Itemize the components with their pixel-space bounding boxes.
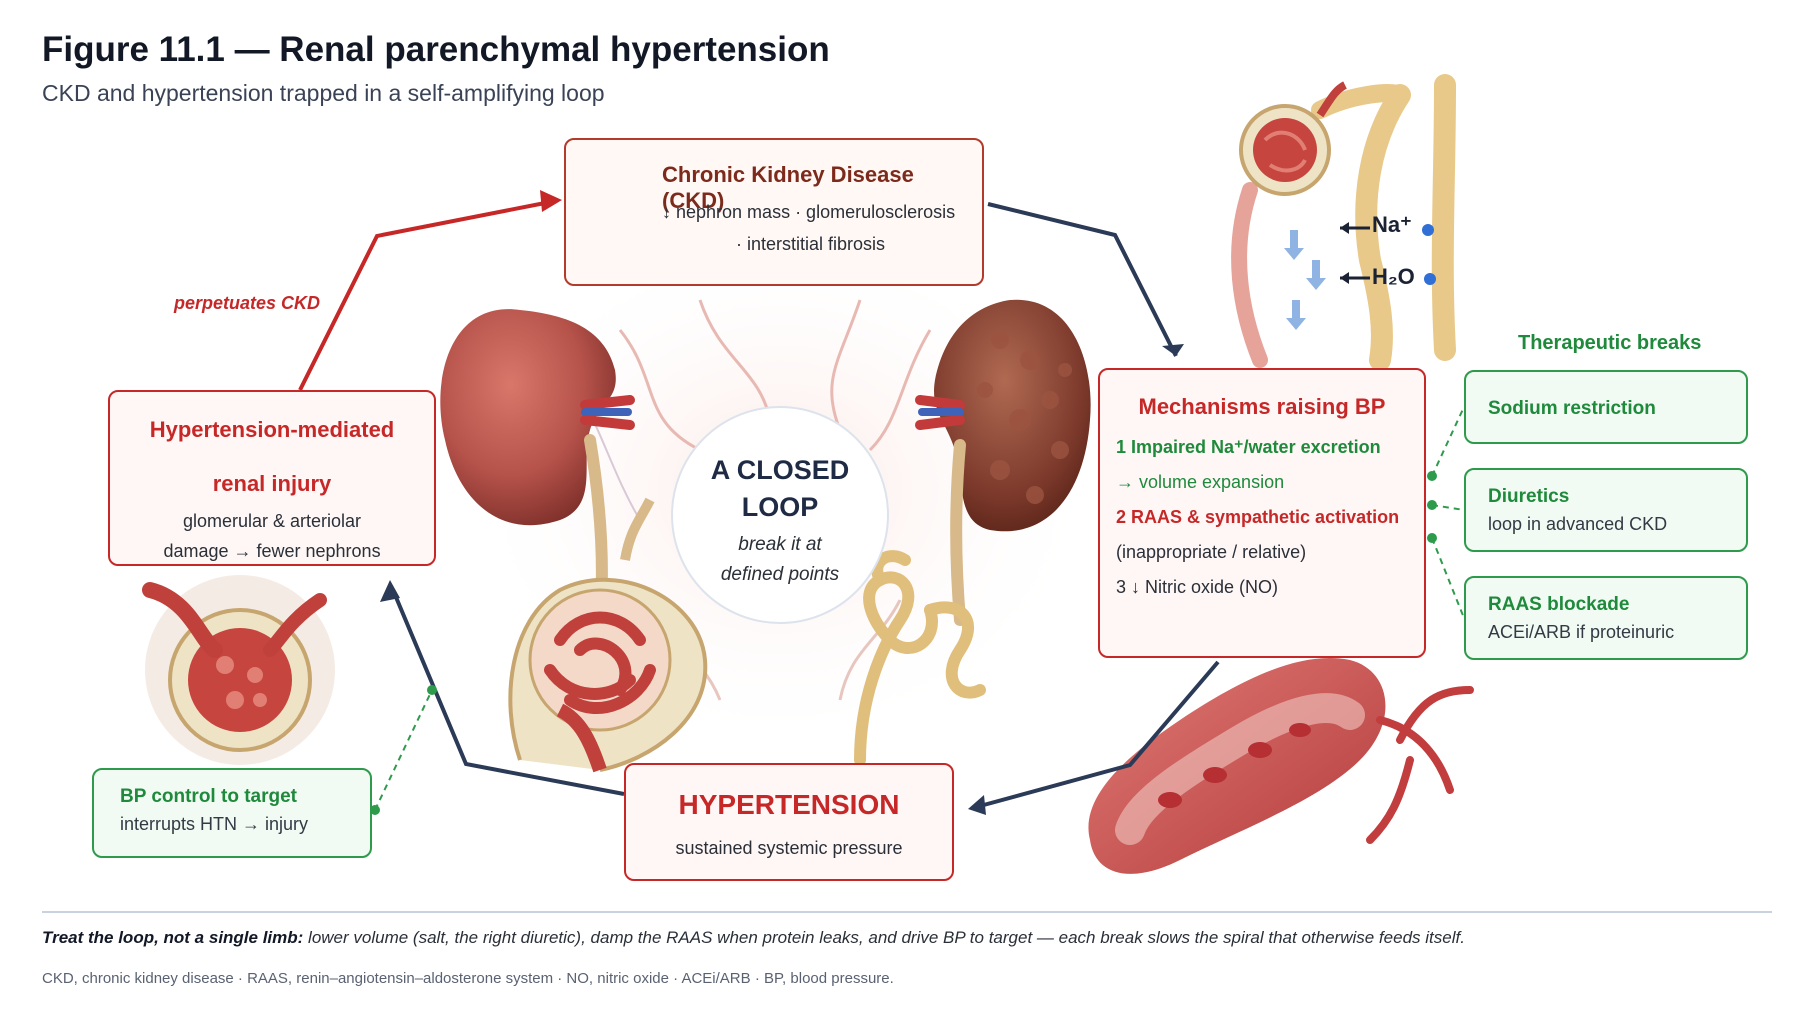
page-subtitle: CKD and hypertension trapped in a self-a…	[42, 80, 605, 106]
therapy-diuretics-heading: Diuretics	[1488, 486, 1570, 507]
node-ckd-heading: Chronic Kidney Disease (CKD)	[662, 162, 914, 213]
mechanism-item-2: 2 RAAS & sympathetic activation	[1116, 507, 1400, 527]
glomerulus-icon	[508, 497, 708, 773]
mechanism-item-1: 1 Impaired Na⁺/water excretion	[1116, 437, 1381, 457]
connector-dot-bp-box	[370, 805, 380, 815]
footer-note-lead: Treat the loop, not a single limb:	[42, 928, 304, 947]
node-hypertension-line: sustained systemic pressure	[675, 838, 903, 858]
closed-loop-circle	[671, 406, 889, 624]
therapy-diuretics-sub: loop in advanced CKD	[1488, 514, 1668, 534]
mechanism-item-2-sub: (inappropriate / relative)	[1116, 542, 1307, 562]
connector-dot-sodium	[1427, 471, 1437, 481]
connector-dot-bp	[427, 685, 437, 695]
therapy-bp-heading: BP control to target	[120, 786, 297, 807]
arrow-htn-to-injury	[380, 580, 400, 602]
node-hypertension: HYPERTENSION sustained systemic pressure	[624, 763, 954, 881]
tubule-label-water: H₂O	[1372, 264, 1415, 289]
footer-note-text: lower volume (salt, the right diuretic),…	[303, 928, 1465, 947]
therapeutic-title: Therapeutic breaks	[1518, 332, 1702, 354]
connector-dot-raas	[1427, 533, 1437, 543]
node-mechanisms: Mechanisms raising BP 1 Impaired Na⁺/wat…	[1098, 368, 1426, 658]
tubule-icon	[854, 550, 986, 766]
therapy-sodium-heading: Sodium restriction	[1488, 398, 1656, 419]
edge-label-perpetuates: perpetuates CKD	[174, 293, 321, 313]
node-ckd-line1: ↓ nephron mass · glomerulosclerosis	[662, 202, 956, 222]
therapy-bp-sub: interrupts HTN → injury	[120, 814, 309, 834]
arrow-injury-to-ckd	[540, 190, 562, 212]
mechanism-item-1-sub: → volume expansion	[1116, 472, 1285, 492]
therapy-bp-control: BP control to target interrupts HTN → in…	[92, 768, 372, 858]
node-injury-heading-2: renal injury	[212, 471, 332, 496]
diseased-kidney-icon	[915, 299, 1091, 626]
therapy-diuretics: Diuretics loop in advanced CKD	[1464, 468, 1748, 552]
center-sub-line2: defined points	[720, 564, 840, 585]
center-subtitle: break it at defined points	[690, 530, 870, 590]
node-mechanisms-heading: Mechanisms raising BP	[1138, 394, 1386, 419]
therapy-raas-heading: RAAS blockade	[1488, 594, 1630, 615]
node-ckd: Chronic Kidney Disease (CKD) ↓ nephron m…	[564, 138, 984, 286]
therapeutic-connectors	[374, 406, 1465, 811]
footer-divider	[42, 911, 1772, 913]
connector-dot-diuretics	[1427, 500, 1437, 510]
center-title-line2: LOOP	[741, 492, 819, 522]
mechanism-item-3: 3 ↓ Nitric oxide (NO)	[1116, 577, 1279, 597]
loop-arrows	[298, 190, 1220, 815]
page-title: Figure 11.1 — Renal parenchymal hyperten…	[42, 30, 830, 69]
footer-note: Treat the loop, not a single limb: lower…	[42, 928, 1465, 948]
therapy-raas-sub: ACEi/ARB if proteinuric	[1488, 622, 1675, 642]
node-renal-injury: Hypertension-mediated renal injury glome…	[108, 390, 436, 566]
nephron-tubule-icon	[1231, 74, 1456, 371]
node-ckd-line2: · interstitial fibrosis	[736, 234, 886, 254]
center-sub-line1: break it at	[738, 534, 822, 555]
center-title-line1: A CLOSED	[710, 455, 850, 485]
therapy-sodium-restriction: Sodium restriction	[1464, 370, 1748, 444]
therapy-raas-blockade: RAAS blockade ACEi/ARB if proteinuric	[1464, 576, 1748, 660]
tubule-label-sodium: Na⁺	[1372, 212, 1412, 237]
node-injury-line1: glomerular & arteriolar	[182, 511, 362, 531]
center-title: A CLOSED LOOP	[690, 452, 870, 526]
artery-icon	[1088, 658, 1474, 874]
arrow-mechanisms-to-htn	[968, 795, 986, 815]
injured-glomerulus-icon	[142, 575, 335, 765]
node-hypertension-heading: HYPERTENSION	[678, 789, 900, 820]
node-injury-line2: damage → fewer nephrons	[163, 541, 381, 561]
footer-abbreviations: CKD, chronic kidney disease · RAAS, reni…	[42, 970, 894, 987]
arrow-ckd-to-mechanisms	[1162, 344, 1184, 356]
node-injury-heading-1: Hypertension-mediated	[149, 417, 395, 442]
